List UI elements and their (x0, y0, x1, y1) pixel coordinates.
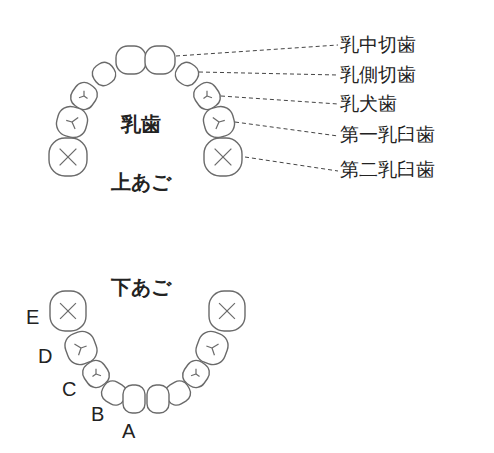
tooth-shape (50, 291, 86, 331)
tooth-shape (172, 59, 203, 90)
tooth-groove (66, 120, 72, 122)
tooth-groove (215, 149, 232, 166)
part-name: 第一乳臼歯 (340, 124, 435, 145)
tooth-shape (147, 385, 169, 413)
tooth-outline (54, 104, 91, 141)
jaw-label: 上あご (111, 171, 171, 193)
tooth-groove (72, 116, 78, 123)
tooth-groove (70, 122, 76, 129)
tooth-groove (205, 91, 210, 96)
tooth-groove (207, 94, 212, 99)
tooth-groove (213, 116, 219, 123)
tooth-shape (209, 291, 245, 331)
leader-line (176, 45, 338, 56)
tooth-shape (123, 385, 145, 413)
part-name: 第二乳臼歯 (340, 159, 435, 180)
part-name: 乳側切歯 (340, 64, 416, 85)
tooth-groove (60, 303, 76, 319)
tooth-groove (219, 120, 225, 122)
tooth-groove (206, 346, 212, 348)
tooth-groove (60, 149, 77, 166)
tooth-outline (204, 138, 242, 176)
tooth-shape (201, 104, 238, 141)
tooth-groove (76, 348, 83, 355)
tooth-shape (204, 138, 242, 176)
tooth-groove (81, 346, 87, 348)
tooth-outline (145, 46, 175, 74)
tooth-groove (219, 303, 235, 319)
tooth-shape (116, 46, 146, 74)
tooth-groove (196, 374, 200, 376)
tooth-groove (82, 91, 87, 96)
tooth-letter: B (91, 403, 104, 425)
part-name: 乳犬歯 (340, 93, 397, 114)
tooth-letter: D (38, 345, 52, 367)
tooth-groove (215, 149, 232, 166)
tooth-outline (201, 104, 238, 141)
leader-line (199, 72, 338, 75)
tooth-groove (79, 94, 84, 99)
tooth-groove (214, 122, 220, 129)
tooth-outline (50, 291, 86, 331)
tooth-shape (89, 59, 120, 90)
tooth-outline (49, 138, 87, 176)
tooth-groove (84, 96, 88, 98)
tooth-letter: C (62, 378, 76, 400)
tooth-groove (191, 372, 196, 377)
tooth-groove (96, 372, 101, 377)
tooth-groove (92, 374, 96, 376)
tooth-groove (203, 96, 207, 98)
tooth-shape (49, 138, 87, 176)
tooth-shape (145, 46, 175, 74)
tooth-groove (74, 342, 81, 349)
tooth-groove (94, 369, 99, 374)
tooth-outline (172, 59, 203, 90)
tooth-outline (89, 59, 120, 90)
tooth-outline (116, 46, 146, 74)
tooth-shape (54, 104, 91, 141)
tooth-groove (219, 303, 235, 319)
tooth-groove (60, 149, 77, 166)
tooth-outline (123, 385, 145, 413)
leader-line (235, 122, 338, 136)
jaw-label: 下あご (111, 276, 171, 298)
tooth-groove (194, 369, 199, 374)
tooth-letter: A (122, 420, 135, 442)
tooth-groove (210, 348, 217, 355)
tooth-outline (147, 385, 169, 413)
tooth-groove (60, 303, 76, 319)
tooth-groove (212, 342, 219, 349)
heading-label: 乳歯 (121, 113, 161, 135)
tooth-letter: E (26, 306, 39, 328)
part-name: 乳中切歯 (340, 34, 416, 55)
tooth-outline (209, 291, 245, 331)
leader-line (221, 96, 338, 104)
leader-line (245, 157, 338, 171)
